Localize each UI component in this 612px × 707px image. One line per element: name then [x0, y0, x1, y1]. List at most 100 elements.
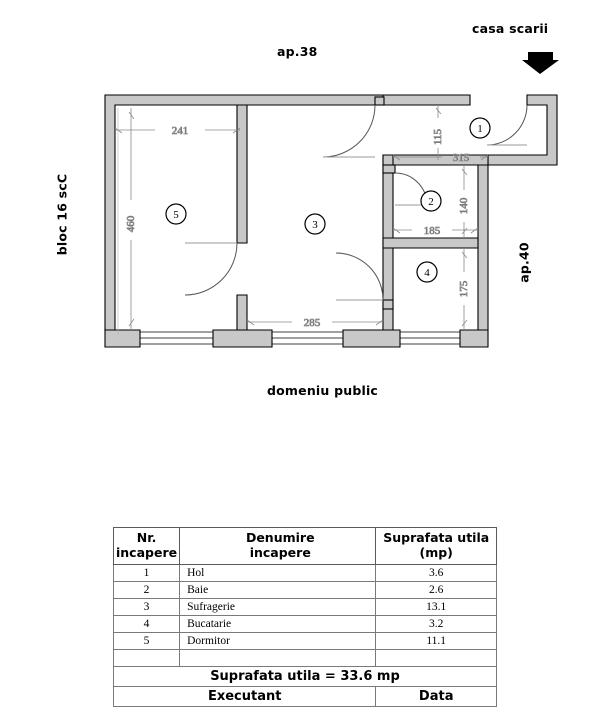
- door-jamb-baie: [382, 164, 396, 174]
- dim-115-text: 115: [432, 128, 444, 145]
- wall-top-hol: [382, 94, 471, 106]
- room-schedule-table: Nr. incapere Denumire incapere Suprafata…: [112, 527, 497, 707]
- label-bloc-16-scc: bloc 16 scC: [54, 173, 70, 256]
- table-row: 1 Hol 3.6: [112, 563, 497, 582]
- header-area-line2: (mp): [419, 544, 453, 560]
- dim-175: [461, 248, 468, 330]
- table-row: 4 Bucatarie 3.2: [112, 614, 497, 633]
- cell-name: Dormitor: [179, 631, 377, 650]
- header-nr-line2: incapere: [116, 544, 178, 560]
- header-nr-line1: Nr.: [136, 530, 157, 545]
- header-name-line2: incapere: [249, 544, 311, 560]
- dim-185-text: 185: [424, 225, 441, 237]
- cell-nr: 3: [112, 597, 181, 616]
- dim-315-text: 315: [453, 152, 470, 164]
- cell-area: 3.6: [375, 563, 497, 582]
- wall-bottom-pier-center: [212, 329, 273, 348]
- wall-bottom-pier-left: [104, 329, 141, 348]
- footer-executant: Executant: [112, 685, 377, 707]
- cell-area: 13.1: [375, 597, 497, 616]
- cell-area-blank: [375, 648, 497, 667]
- dim-460-text: 460: [125, 215, 137, 232]
- table-row-blank: [112, 648, 497, 667]
- header-name: Denumire incapere: [179, 527, 377, 565]
- room-marker-4-label: 4: [424, 267, 430, 279]
- label-ap40: ap.40: [516, 242, 532, 283]
- wall-right-interior: [477, 164, 489, 331]
- label-ap38: ap.38: [277, 44, 318, 59]
- cell-name: Baie: [179, 580, 377, 599]
- room-marker-4: 4: [416, 261, 438, 283]
- room-marker-5: 5: [165, 203, 187, 225]
- dim-241-text: 241: [172, 125, 189, 137]
- wall-dormitor-upper: [236, 104, 248, 244]
- table-row: 3 Sufragerie 13.1: [112, 597, 497, 616]
- door-hol-sufragerie: [322, 104, 376, 158]
- label-casa-scarii: casa scarii: [472, 21, 549, 36]
- dim-140-text: 140: [458, 197, 470, 214]
- window-center: [272, 331, 343, 345]
- windows-group: [140, 331, 460, 345]
- room-marker-5-label: 5: [173, 209, 179, 221]
- doors-group: [184, 104, 528, 301]
- total-label: Suprafata utila = 33.6 mp: [113, 665, 497, 687]
- cell-name: Sufragerie: [179, 597, 377, 616]
- dim-115: [435, 105, 442, 160]
- cell-nr: 2: [112, 580, 181, 599]
- cell-area: 3.2: [375, 614, 497, 633]
- wall-hol-bottom: [382, 154, 489, 166]
- wall-entry-pier: [487, 94, 558, 166]
- header-area: Suprafata utila (mp): [375, 527, 497, 565]
- dim-315: [392, 154, 489, 161]
- cell-area: 11.1: [375, 631, 497, 650]
- dimensions-group: 241 460 285 115: [114, 105, 489, 335]
- dim-185: [392, 227, 479, 234]
- room-marker-1: 1: [469, 117, 491, 139]
- room-marker-3: 3: [304, 213, 326, 235]
- footer-data: Data: [375, 685, 497, 707]
- label-domeniu-public: domeniu public: [267, 383, 379, 398]
- cell-name-blank: [179, 648, 377, 667]
- dim-175-text: 175: [458, 280, 470, 297]
- room-marker-1-label: 1: [477, 123, 483, 135]
- table-body: 1 Hol 3.6 2 Baie 2.6 3 Sufragerie 13.1 4…: [112, 563, 497, 707]
- down-arrow-icon: [522, 52, 559, 74]
- dim-241: [114, 108, 241, 335]
- cell-nr: 5: [112, 631, 181, 650]
- door-entry: [486, 104, 528, 146]
- window-left: [140, 331, 213, 345]
- room-marker-2-label: 2: [428, 196, 434, 208]
- wall-baie-bucatarie: [382, 237, 479, 249]
- dim-285-text: 285: [304, 317, 321, 329]
- door-jamb-hol-top: [374, 96, 385, 106]
- door-bucatarie: [335, 252, 384, 301]
- dim-285: [246, 319, 384, 326]
- window-right: [400, 331, 460, 345]
- wall-bottom-pier-far-right: [459, 329, 489, 348]
- cell-name: Hol: [179, 563, 377, 582]
- floor-plan: 241 460 285 115: [54, 21, 559, 398]
- cell-nr: 4: [112, 614, 181, 633]
- cell-nr: 1: [112, 563, 181, 582]
- header-area-line1: Suprafata utila: [383, 530, 490, 545]
- room-marker-3-label: 3: [312, 219, 318, 231]
- table-footer-row: Executant Data: [112, 685, 497, 707]
- room-marker-2: 2: [420, 190, 442, 212]
- table-total-row: Suprafata utila = 33.6 mp: [113, 665, 497, 687]
- table-row: 2 Baie 2.6: [112, 580, 497, 599]
- cell-nr-blank: [112, 648, 181, 667]
- header-nr: Nr. incapere: [112, 527, 181, 565]
- wall-dormitor-lower: [236, 294, 248, 336]
- room-markers-group: 1 2 3 4 5: [165, 117, 491, 283]
- header-name-line1: Denumire: [245, 530, 315, 545]
- table-header: Nr. incapere Denumire incapere Suprafata…: [112, 527, 497, 565]
- floor-plan-drawing: 241 460 285 115: [104, 52, 559, 348]
- dim-460: [128, 108, 135, 330]
- cell-area: 2.6: [375, 580, 497, 599]
- door-dormitor: [184, 242, 238, 296]
- wall-bottom-pier-right: [342, 329, 401, 348]
- table-row: 5 Dormitor 11.1: [112, 631, 497, 650]
- door-jamb-bucatarie: [382, 299, 394, 310]
- cell-name: Bucatarie: [179, 614, 377, 633]
- table-header-row: Nr. incapere Denumire incapere Suprafata…: [112, 527, 497, 565]
